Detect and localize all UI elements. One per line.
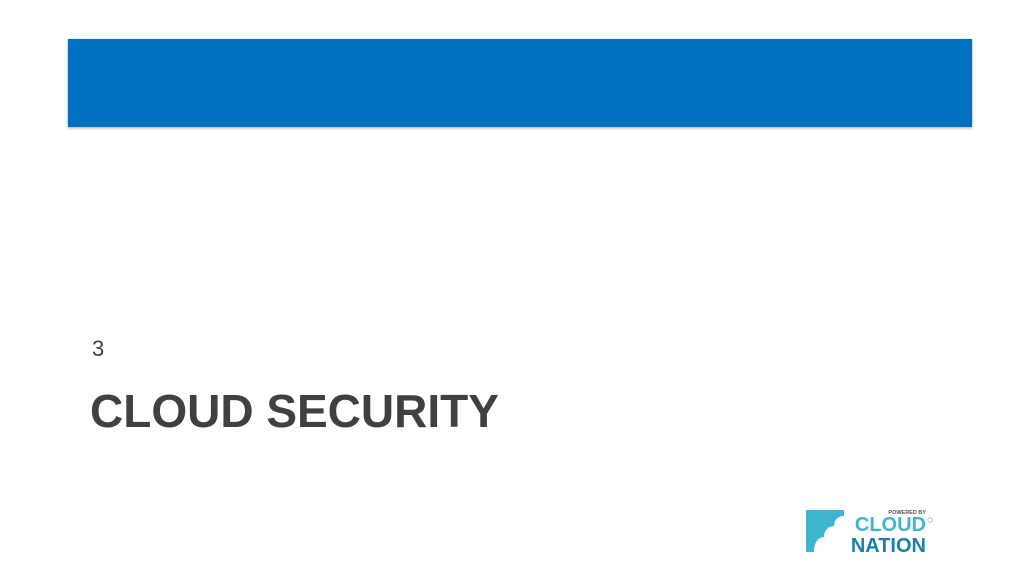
logo-nation-text: NATION <box>851 535 926 556</box>
registered-mark-icon <box>927 517 933 523</box>
logo-cloud-text: CLOUD <box>855 514 926 536</box>
logo-powered-by: POWERED BY <box>888 510 926 516</box>
top-banner <box>68 39 972 127</box>
cloud-flag-icon: POWERED BY CLOUD NATION <box>806 510 933 556</box>
section-title: CLOUD SECURITY <box>90 385 499 437</box>
section-number: 3 <box>92 336 105 361</box>
cloud-nation-logo: POWERED BY CLOUD NATION <box>804 506 934 556</box>
cloud-flag-shape <box>806 510 844 552</box>
